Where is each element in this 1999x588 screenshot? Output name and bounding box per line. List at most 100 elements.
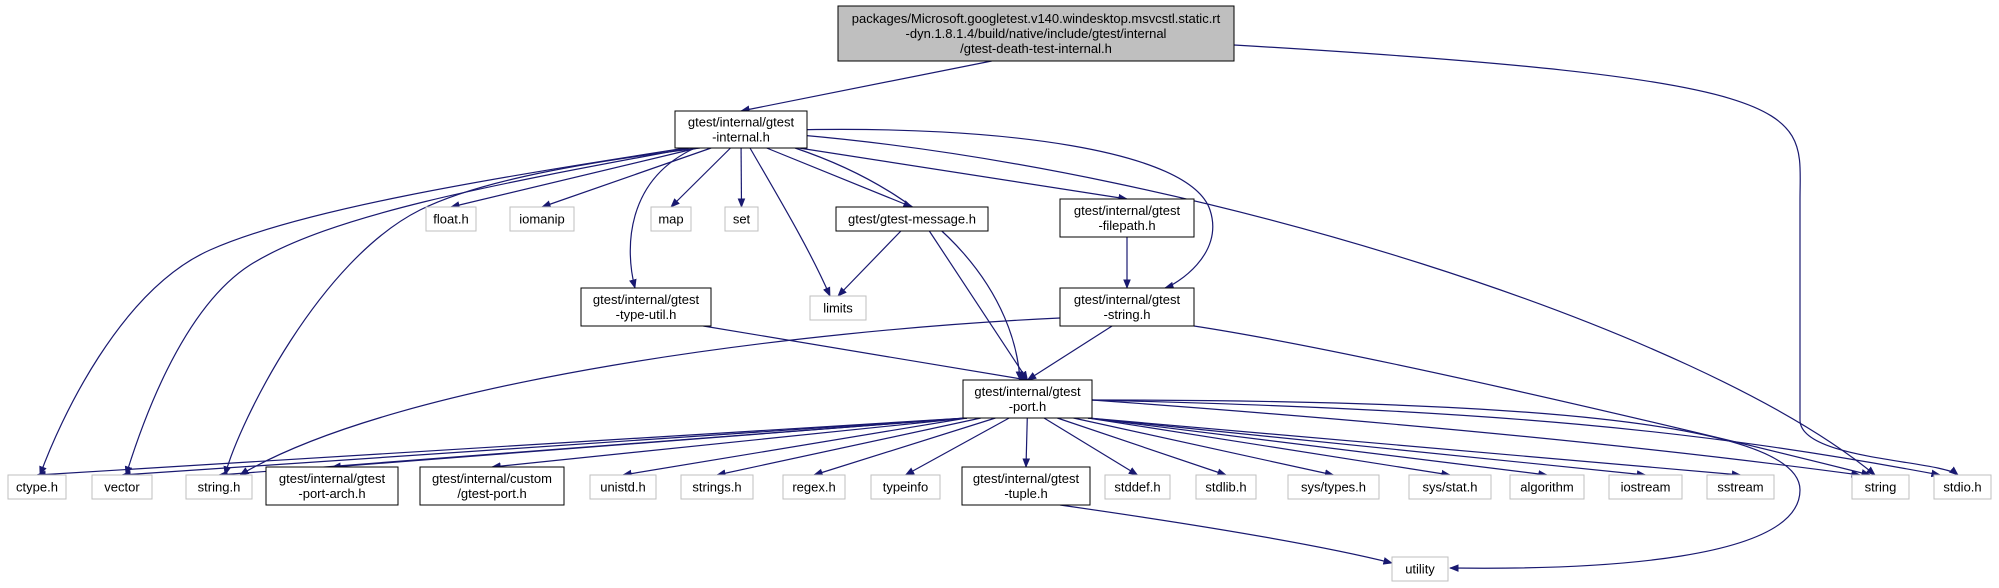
node-label-line: gtest/internal/gtest (974, 384, 1081, 399)
edge-port-to-custom (491, 417, 968, 470)
edge-port-to-tuple (1022, 417, 1031, 468)
node-gstring[interactable]: gtest/internal/gtest-string.h (1059, 287, 1195, 327)
node-systypes: sys/types.h (1287, 474, 1380, 500)
node-box (870, 474, 941, 500)
header-nodes: packages/Microsoft.googletest.v140.winde… (7, 5, 1992, 582)
edge-gstring-to-stringh (239, 317, 1061, 476)
node-box (962, 379, 1093, 419)
node-label-line: -type-util.h (616, 307, 677, 322)
node-tuple[interactable]: gtest/internal/gtest-tuple.h (961, 466, 1091, 506)
edge-internal-to-map (670, 147, 731, 208)
node-box (674, 110, 808, 149)
edge-port-to-strings (716, 417, 982, 477)
node-portarch[interactable]: gtest/internal/gtest-port-arch.h (265, 466, 399, 506)
node-label-line: string.h (198, 480, 241, 495)
edge-gstring-to-port (1026, 325, 1113, 381)
node-label-line: stdlib.h (1205, 480, 1246, 495)
node-box (1608, 474, 1683, 500)
node-sysstat: sys/stat.h (1408, 474, 1492, 500)
node-box (185, 474, 253, 500)
node-box (835, 206, 989, 232)
edge-root-to-internal (740, 60, 992, 114)
node-label-line: -tuple.h (1004, 486, 1047, 501)
edge-port-to-sysstat (1087, 417, 1451, 478)
node-label-line: vector (104, 480, 140, 495)
node-box (1195, 474, 1257, 500)
node-label-line: stddef.h (1114, 480, 1160, 495)
edge-message-to-limits (837, 230, 902, 297)
node-stdio: stdio.h (1933, 474, 1992, 500)
node-label-line: gtest/internal/gtest (973, 471, 1080, 486)
node-box (1059, 287, 1195, 327)
edge-message-to-port (928, 230, 1029, 381)
node-limits: limits (809, 295, 867, 321)
node-label-line: set (733, 212, 751, 227)
edge-root-to-stdio (1233, 44, 1959, 476)
node-box (724, 206, 759, 232)
node-label-line: algorithm (1520, 480, 1573, 495)
edge-internal-to-vector (124, 147, 691, 476)
node-iostream: iostream (1608, 474, 1683, 500)
node-utility: utility (1391, 556, 1449, 582)
node-sstream: sstream (1706, 474, 1775, 500)
node-box (650, 206, 692, 232)
node-box (589, 474, 657, 500)
node-port[interactable]: gtest/internal/gtest-port.h (962, 379, 1093, 419)
node-strings: strings.h (680, 474, 754, 500)
node-label-line: float.h (433, 212, 468, 227)
node-filepath[interactable]: gtest/internal/gtest-filepath.h (1059, 198, 1195, 238)
node-label-line: iomanip (519, 212, 565, 227)
edge-gstring-to-string (1193, 325, 1871, 477)
edge-internal-to-filepath (798, 147, 1128, 202)
node-box (1509, 474, 1585, 500)
edge-port-to-utility (1091, 399, 1801, 572)
node-box (1408, 474, 1492, 500)
node-message[interactable]: gtest/gtest-message.h (835, 206, 989, 232)
node-label-line: -port.h (1009, 399, 1047, 414)
edge-port-to-systypes (1073, 417, 1335, 477)
edge-port-to-algorithm (1087, 417, 1548, 478)
node-unistd: unistd.h (589, 474, 657, 500)
node-label-line: ctype.h (16, 480, 58, 495)
node-map: map (650, 206, 692, 232)
node-box (419, 466, 565, 506)
node-box (1851, 474, 1910, 500)
node-ctype: ctype.h (7, 474, 67, 500)
node-label-line: gtest/internal/gtest (593, 292, 700, 307)
node-box (837, 5, 1235, 62)
node-box (782, 474, 846, 500)
edge-internal-to-string (799, 134, 1876, 476)
node-label-line: -dyn.1.8.1.4/build/native/include/gtest/… (906, 26, 1167, 41)
dependency-edges (36, 44, 1959, 572)
node-label-line: gtest/internal/gtest (279, 471, 386, 486)
node-label-line: packages/Microsoft.googletest.v140.winde… (852, 11, 1221, 26)
node-typeinfo: typeinfo (870, 474, 941, 500)
edge-port-to-stdio (1091, 399, 1941, 478)
edge-port-to-stddef (1043, 417, 1139, 476)
node-internal[interactable]: gtest/internal/gtest-internal.h (674, 110, 808, 149)
edge-port-to-ctype (36, 417, 968, 479)
node-label-line: string (1865, 480, 1897, 495)
node-box (425, 206, 477, 232)
node-label-line: strings.h (692, 480, 741, 495)
node-custom[interactable]: gtest/internal/custom/gtest-port.h (419, 466, 565, 506)
node-typeutil[interactable]: gtest/internal/gtest-type-util.h (580, 287, 712, 327)
node-box (1391, 556, 1449, 582)
edge-port-to-regex (813, 417, 996, 477)
node-box (7, 474, 67, 500)
node-label-line: regex.h (792, 480, 835, 495)
node-label-line: -string.h (1104, 307, 1151, 322)
node-label-line: gtest/internal/gtest (688, 115, 795, 130)
node-label-line: gtest/internal/gtest (1074, 292, 1181, 307)
node-label-line: -internal.h (712, 130, 770, 145)
node-box (265, 466, 399, 506)
edge-internal-to-stringh (223, 147, 701, 476)
node-string: string (1851, 474, 1910, 500)
edge-internal-to-port (794, 147, 1024, 381)
node-label-line: stdio.h (1943, 480, 1981, 495)
node-root[interactable]: packages/Microsoft.googletest.v140.winde… (837, 5, 1235, 62)
node-label-line: -port-arch.h (298, 486, 365, 501)
edge-port-to-unistd (622, 417, 968, 478)
node-label-line: /gtest-death-test-internal.h (960, 41, 1112, 56)
